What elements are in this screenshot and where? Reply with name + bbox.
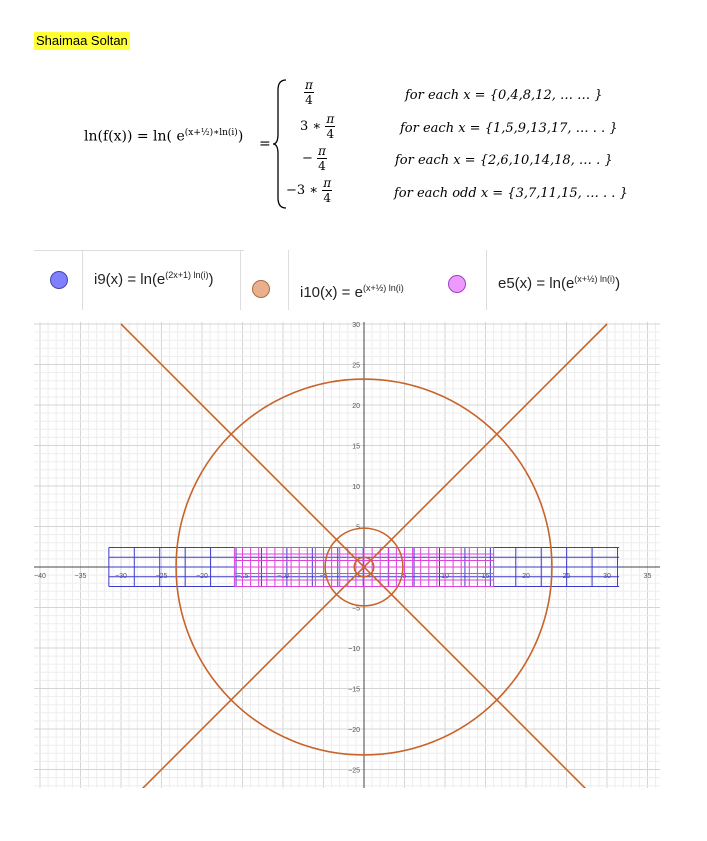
i10-expr: = e [337,284,363,301]
case-2-coef: 3 ∗ [300,119,322,134]
y-tick-label: 20 [352,403,360,410]
e5-close: ) [615,275,621,292]
equation-lhs: ln(f(x)) = ln( e(x+½)∗ln(i)) [84,128,243,145]
i9-formula: i9(x) = ln(e(2x+1) ln(i)) [94,270,214,288]
y-tick-label: 30 [352,322,360,329]
function-legend: i9(x) = ln(e(2x+1) ln(i)) i10(x) = e(x+½… [34,250,674,310]
case-4-coef: −3 ∗ [286,183,319,198]
e5-name: e5(x) [498,275,533,292]
equation-lhs-text: ln(f(x)) = ln( e [84,128,185,145]
curve-circle [353,556,375,578]
y-tick-label: −10 [348,646,360,653]
case-4-den: 4 [323,191,332,205]
y-tick-label: −25 [348,768,360,775]
case-4-condition: for each odd x = {3,7,11,15, … . . } [394,186,628,201]
author-name: Shaimaa Soltan [34,32,130,50]
y-tick-label: 15 [352,444,360,451]
equals-sign: = [259,136,271,152]
graph-canvas[interactable]: −40−35−30−25−20−15−10−551015202530353025… [34,322,660,788]
case-2-den: 4 [326,127,335,141]
case-1-den: 4 [305,93,313,107]
case-2-condition: for each x = {1,5,9,13,17, … . . } [400,121,618,136]
y-tick-label: −15 [348,687,360,694]
i10-formula: i10(x) = e(x+½) ln(i) [300,283,404,301]
x-tick-label: −40 [34,573,46,580]
i9-color-dot[interactable] [50,271,68,289]
legend-divider [34,250,244,251]
legend-separator [82,250,83,310]
i10-color-dot[interactable] [252,280,270,298]
y-tick-label: −5 [352,606,360,613]
x-tick-label: −35 [75,573,87,580]
e5-color-dot[interactable] [448,275,466,293]
y-tick-label: 25 [352,363,360,370]
case-2-num: π [325,112,336,127]
x-tick-label: 35 [644,573,652,580]
case-4-num: π [322,176,333,191]
case-1-num: π [304,78,314,93]
e5-expr: = ln(e [532,275,575,292]
i9-exp: (2x+1) ln(i) [165,270,209,280]
curve-circle [324,527,404,607]
i9-expr: = ln(e [123,271,166,288]
equation-lhs-close: ) [237,128,244,145]
equation-lhs-exponent: (x+½)∗ln(i) [184,128,238,138]
curve-line [141,323,608,788]
i10-exp: (x+½) ln(i) [362,283,404,293]
case-3-num: π [317,144,327,159]
y-tick-label: 10 [352,484,360,491]
curve-circle [175,378,553,756]
e5-exp: (x+½) ln(i) [574,274,616,284]
cases-brace [272,79,287,209]
legend-separator [486,250,487,310]
i10-name: i10(x) [300,284,338,301]
case-3-coef: − [302,151,313,166]
legend-separator [288,250,289,310]
i9-name: i9(x) [94,271,124,288]
y-tick-label: −20 [348,727,360,734]
case-3-condition: for each x = {2,6,10,14,18, … . } [395,153,613,168]
case-1-condition: for each x = {0,4,8,12, … … } [405,88,603,103]
e5-formula: e5(x) = ln(e(x+½) ln(i)) [498,274,620,292]
i9-close: ) [208,271,214,288]
case-3-den: 4 [318,159,326,173]
legend-separator [240,250,241,310]
